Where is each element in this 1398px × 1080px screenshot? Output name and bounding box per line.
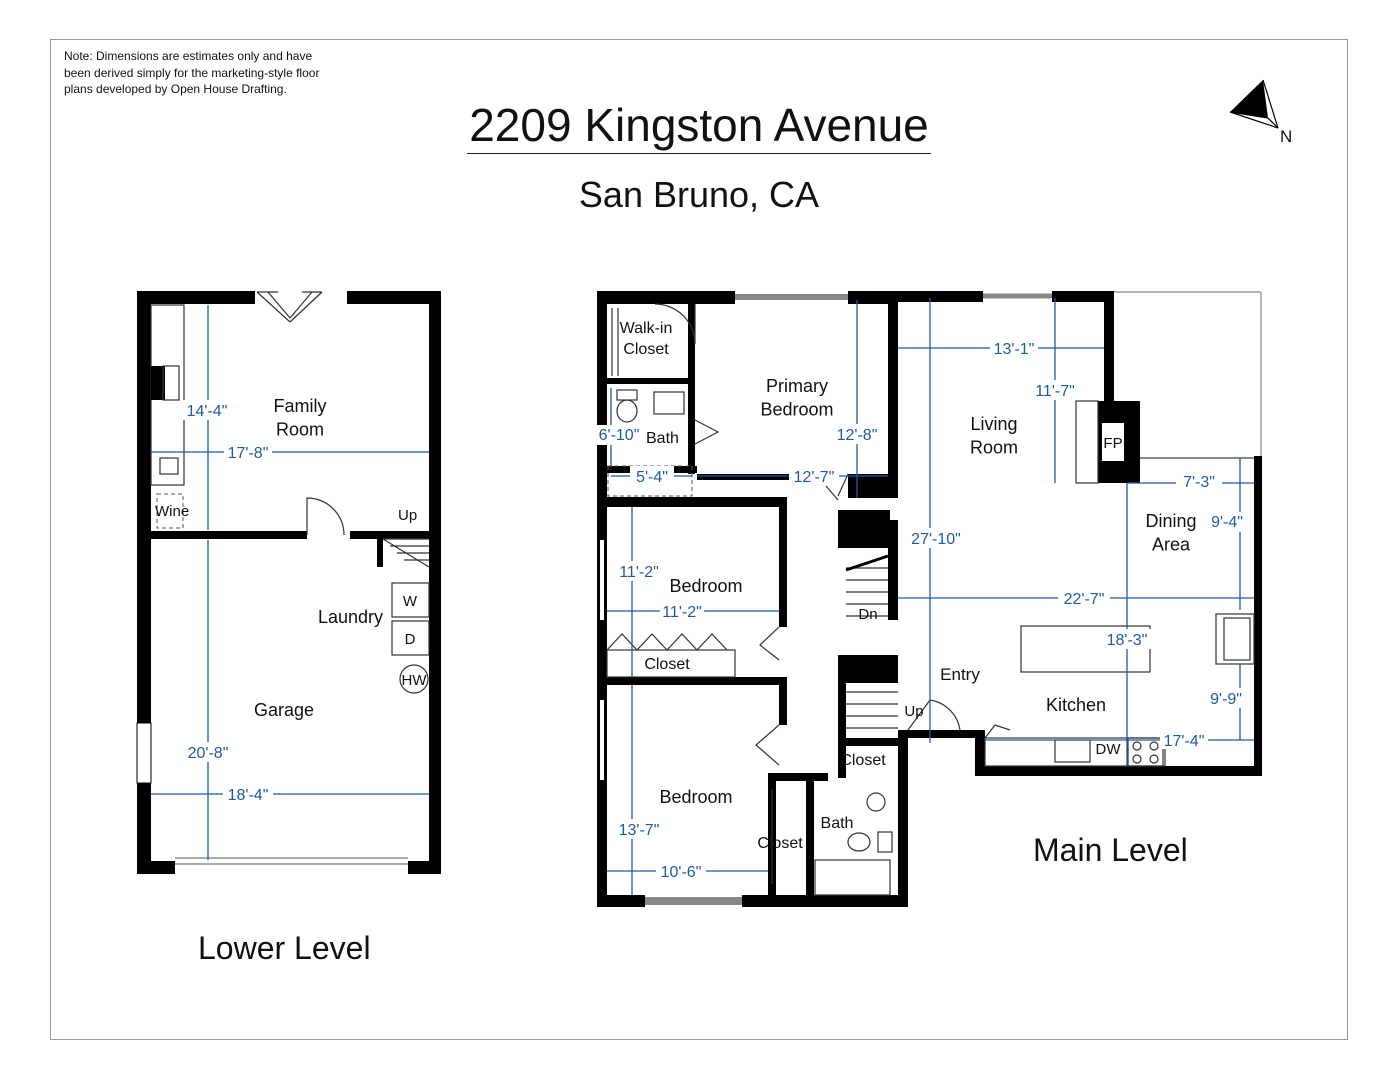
wine-label: Wine	[155, 503, 189, 520]
kitchen-label: Kitchen	[1046, 695, 1106, 715]
overall-width-dim: 22'-7"	[1064, 591, 1105, 608]
stairs-down-label: Dn	[858, 606, 877, 623]
garage-label: Garage	[254, 700, 314, 720]
bed2-depth-dim: 13'-7"	[619, 822, 660, 839]
property-location: San Bruno, CA	[578, 174, 820, 215]
kitchen-width-dim: 17'-4"	[1164, 733, 1205, 750]
laundry-label: Laundry	[318, 607, 383, 627]
dishwasher-label: DW	[1096, 741, 1122, 758]
family-room-text: Family	[274, 396, 327, 416]
page-frame	[50, 39, 1348, 1040]
living-room-text-line-2: Room	[970, 437, 1018, 457]
lower-level-label: Lower Level	[198, 930, 371, 966]
garage-depth-dim: 20'-8"	[188, 745, 229, 762]
primary-bedroom-text-line-2: Bedroom	[760, 399, 833, 419]
primary-bedroom-text: Primary	[766, 376, 828, 396]
primary-depth-dim: 12'-8"	[837, 427, 878, 444]
living-depth-dim: 11'-7"	[1035, 383, 1075, 400]
closet-2-label: Closet	[757, 835, 803, 852]
range-icon	[1127, 737, 1164, 767]
north-label: N	[1280, 127, 1292, 146]
dining-depth-dim: 9'-4"	[1211, 514, 1243, 531]
bedroom-2-label: Bedroom	[659, 787, 732, 807]
dining-area-text-line-2: Area	[1152, 534, 1191, 554]
lower-stairs-up-label: Up	[398, 507, 417, 524]
bedroom-1-label: Bedroom	[669, 576, 742, 596]
dining-area-text: Dining	[1145, 511, 1196, 531]
family-width-dim: 17'-8"	[228, 445, 269, 462]
fireplace-label: FP	[1103, 435, 1122, 452]
bath-2-label: Bath	[821, 815, 854, 832]
kitchen-depth-dim: 18'-3"	[1107, 632, 1148, 649]
bath-width-dim: 5'-4"	[636, 469, 668, 486]
north-arrow-icon: N	[1229, 79, 1292, 146]
water-heater-label: HW	[402, 672, 428, 689]
garage-width-dim: 18'-4"	[228, 787, 269, 804]
property-title: 2209 Kingston Avenue	[0, 96, 1398, 154]
closet-1-label: Closet	[644, 656, 690, 673]
closet-3-label: Closet	[840, 752, 886, 769]
bath-depth-dim: 6'-10"	[599, 427, 640, 444]
kitchen-side-dim: 9'-9"	[1210, 691, 1242, 708]
dryer-label: D	[405, 631, 416, 648]
walk-in-closet-text: Walk-in	[620, 320, 673, 337]
overall-depth-dim: 27'-10"	[911, 531, 961, 548]
bed2-width-dim: 10'-6"	[661, 864, 702, 881]
living-width-dim: 13'-1"	[994, 341, 1035, 358]
family-depth-dim: 14'-4"	[187, 403, 228, 420]
stairs-up-label: Up	[904, 703, 923, 720]
dining-width-dim: 7'-3"	[1183, 474, 1215, 491]
main-level-label: Main Level	[1033, 832, 1188, 868]
primary-width-dim: 12'-7"	[794, 469, 835, 486]
entry-label: Entry	[940, 665, 980, 684]
primary-bath-label: Bath	[646, 430, 679, 447]
bed1-depth-dim: 11'-2"	[619, 564, 659, 581]
living-room-text: Living	[970, 414, 1017, 434]
walk-in-closet-text-line-2: Closet	[623, 341, 669, 358]
washer-label: W	[403, 593, 418, 610]
property-title-text: 2209 Kingston Avenue	[467, 99, 931, 154]
disclaimer-note: Note: Dimensions are estimates only and …	[64, 49, 320, 96]
bed1-width-dim: 11'-2"	[662, 604, 702, 621]
family-room-text-line-2: Room	[276, 419, 324, 439]
